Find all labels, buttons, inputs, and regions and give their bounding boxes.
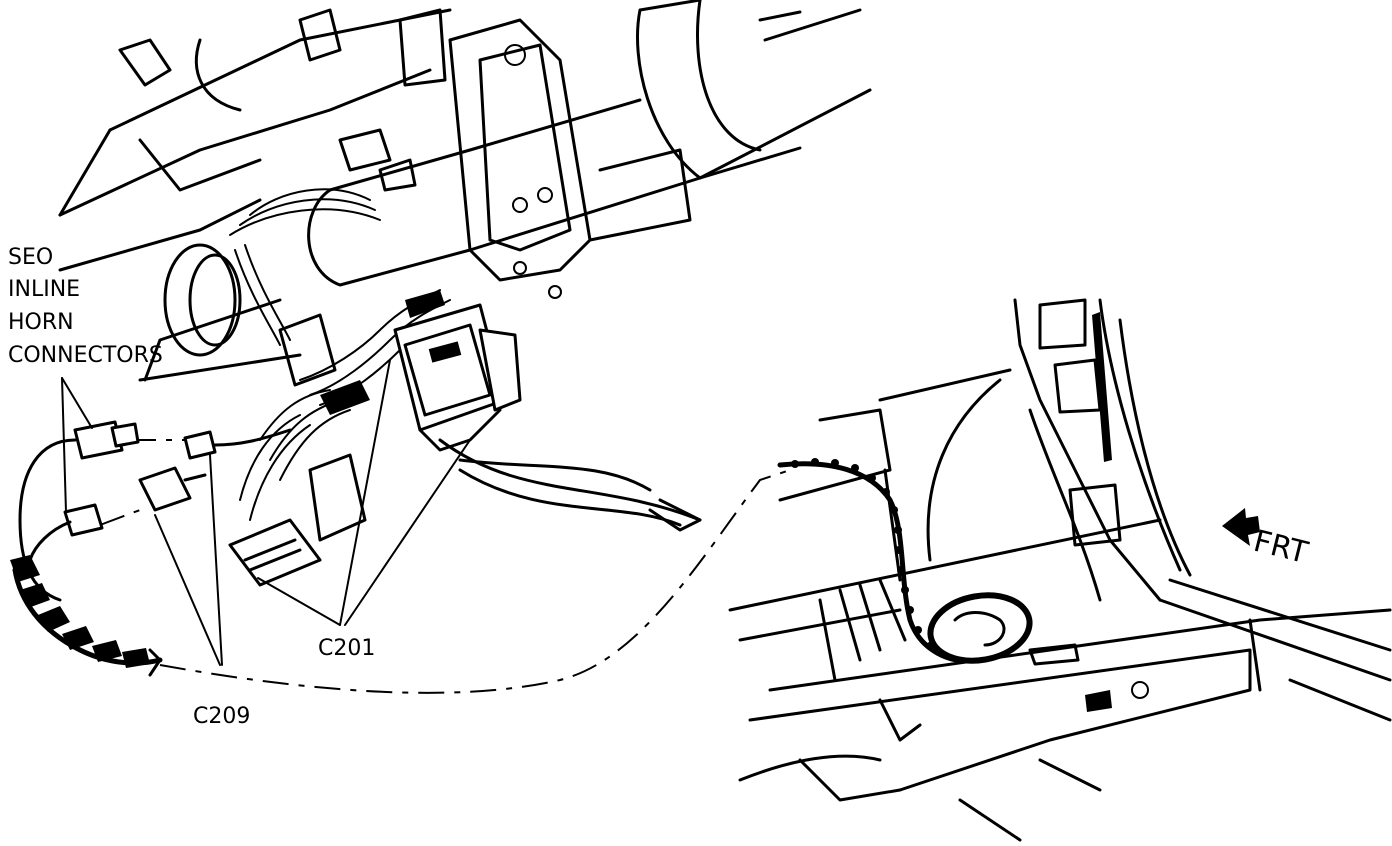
routing-line (159, 469, 791, 694)
label-c209: C209 (193, 704, 250, 729)
label-seo-line1: SEO (8, 245, 53, 270)
steering-column-illustration (58, 0, 872, 587)
label-seo-line2: INLINE (8, 277, 80, 302)
label-seo-line4: CONNECTORS (8, 343, 163, 368)
leader-lines (61, 359, 471, 666)
label-c201: C201 (318, 636, 375, 661)
label-seo-line3: HORN (8, 310, 74, 335)
front-arrow-icon (1222, 508, 1260, 546)
label-frt: FRT (1250, 524, 1312, 571)
horn-connectors-illustration (10, 420, 292, 677)
floor-pan-illustration (728, 298, 1392, 842)
